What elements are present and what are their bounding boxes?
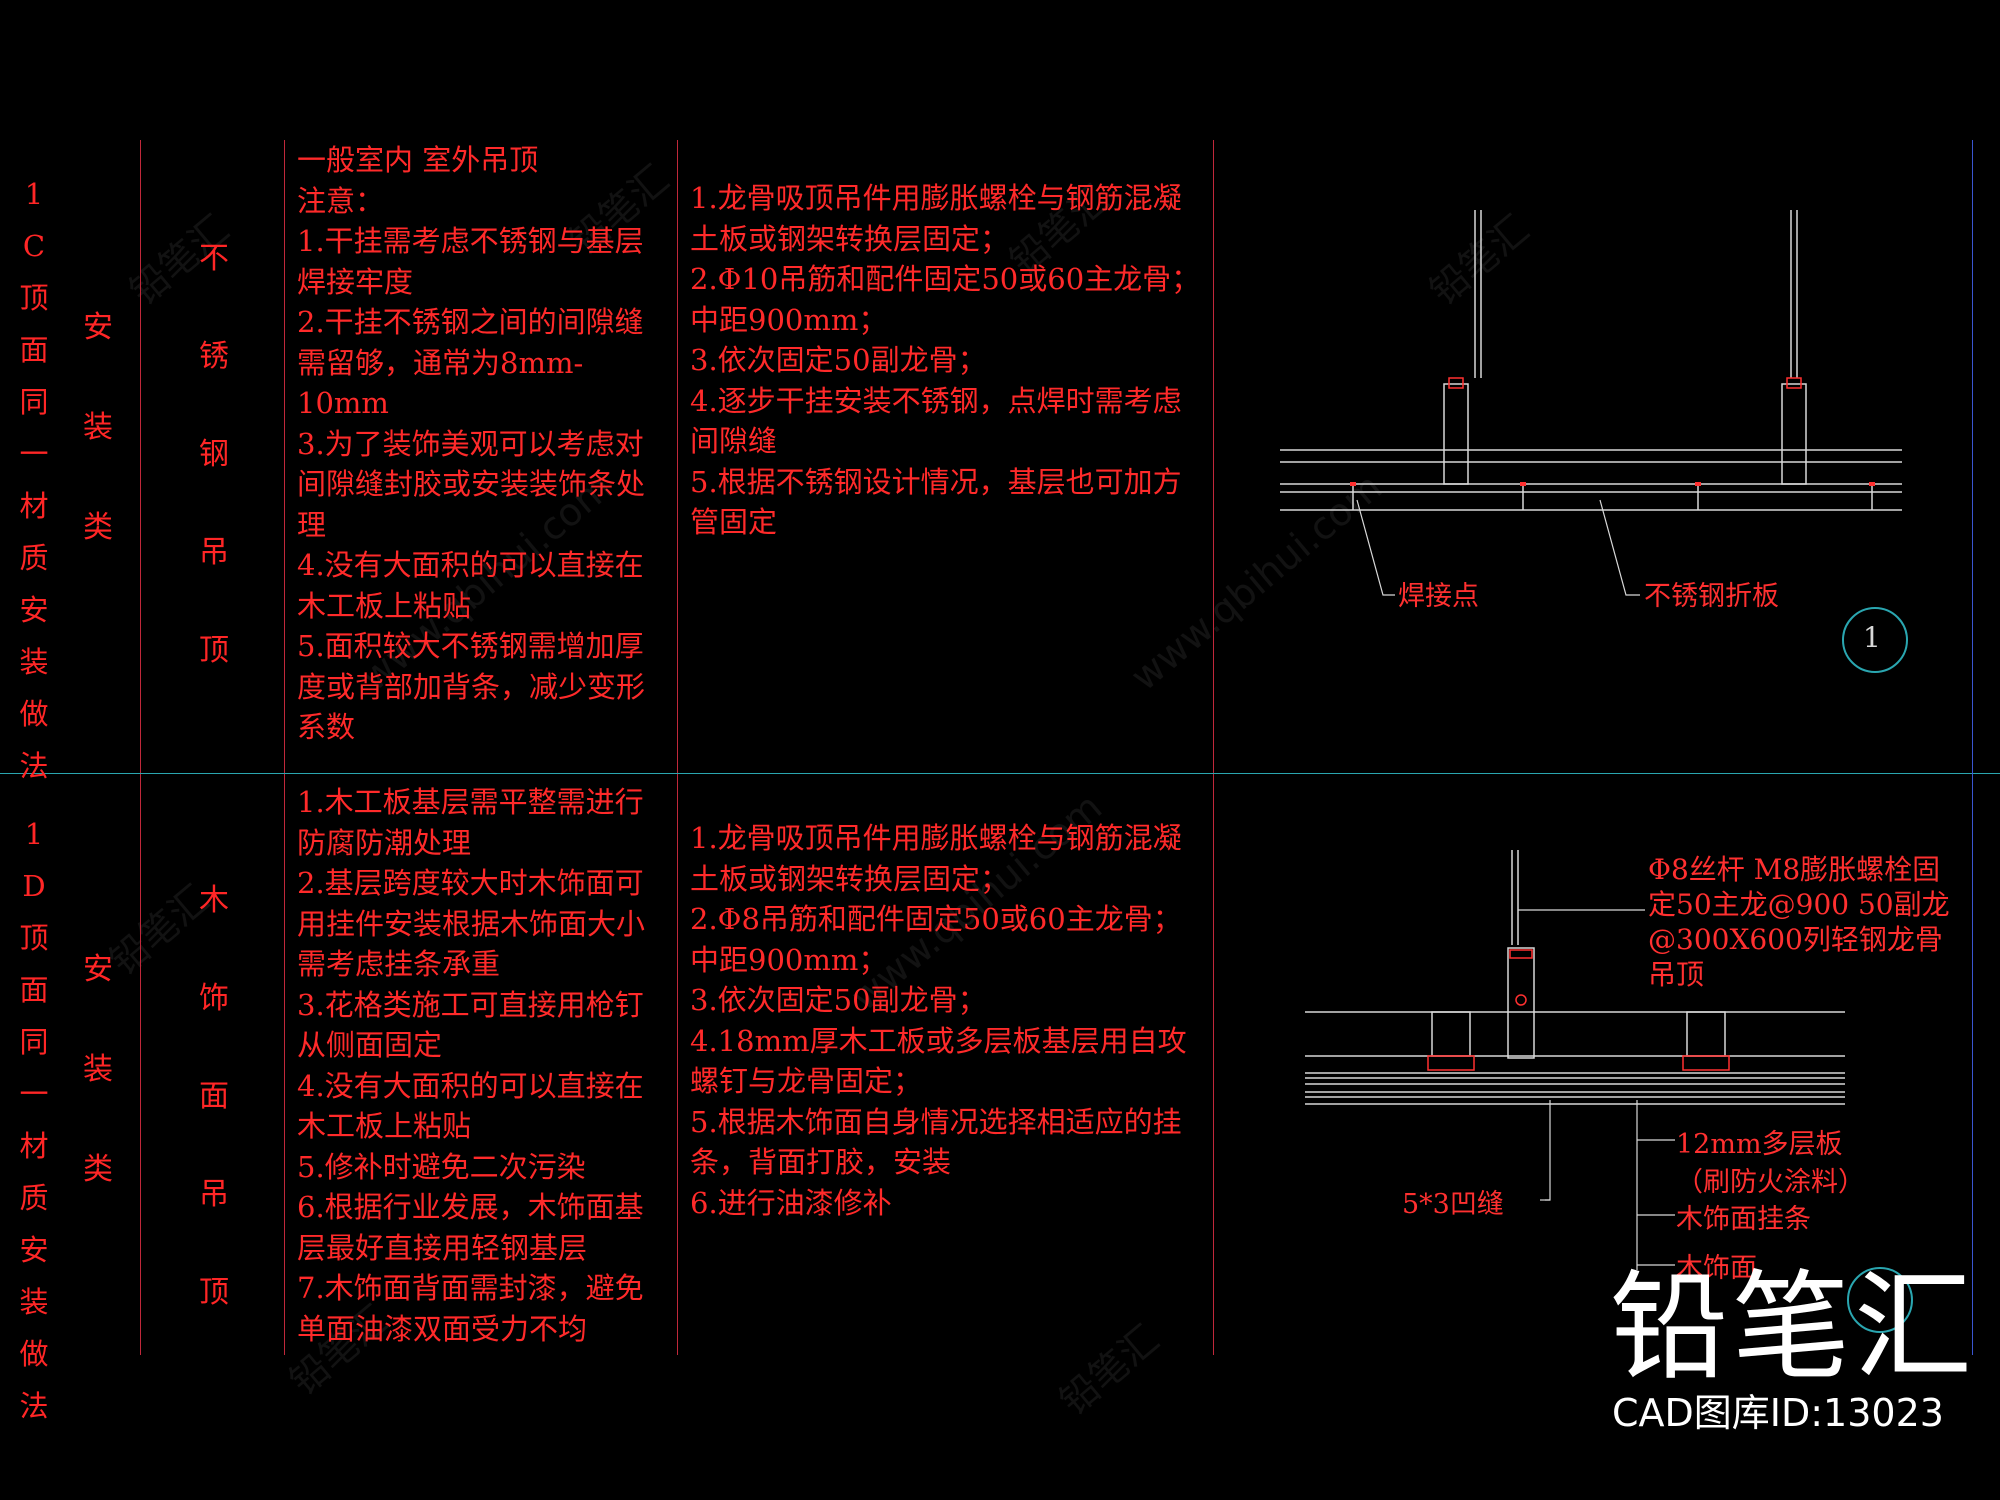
brand-logo: 铅笔汇 (1610, 1258, 1977, 1396)
fireproof-coating-label: （刷防火涂料） (1676, 1167, 1865, 1198)
column-divider (677, 140, 678, 1355)
column-divider (140, 140, 141, 1355)
row1-install-label: 安装类 (83, 310, 113, 545)
row2-steps: 1.龙骨吸顶吊件用膨胀螺栓与钢筋混凝土板或钢架转换层固定； 2.Φ8吊筋和配件固… (690, 821, 1187, 1220)
stainless-fold-plate-label: 不锈钢折板 (1644, 581, 1779, 612)
veneer-hanger-strip-label: 木饰面挂条 (1676, 1204, 1811, 1235)
column-divider (1213, 140, 1214, 1355)
cad-library-id: CAD图库ID:13023 (1612, 1391, 1944, 1435)
hanger-rod-callout: Φ8丝杆 M8膨胀螺栓固 定50主龙@900 50副龙 @300X600列轻钢龙… (1648, 853, 1950, 991)
detail-1-drawing (1280, 210, 1908, 673)
column-divider (1972, 140, 1973, 1355)
row2-material-label: 木饰面吊顶 (199, 883, 229, 1310)
detail-2-drawing (1305, 850, 1913, 1333)
row1-material-label: 不锈钢吊顶 (199, 241, 229, 668)
row1-steps: 1.龙骨吸顶吊件用膨胀螺栓与钢筋混凝土板或钢架转换层固定； 2.Φ10吊筋和配件… (690, 181, 1201, 539)
row-divider (0, 773, 2000, 774)
row2-notes: 1.木工板基层需平整需进行防腐防潮处理 2.基层跨度较大时木饰面可用挂件安装根据… (297, 785, 646, 1346)
wood-veneer-label: 木饰面 (1676, 1253, 1757, 1284)
row1-notes: 一般室内 室外吊顶 注意： 1.干挂需考虑不锈钢与基层焊接牢度 2.干挂不锈钢之… (297, 143, 646, 744)
plywood-label: 12mm多层板 (1676, 1129, 1843, 1160)
row2-code-label: 1D顶面同一材质安装做法 (19, 817, 49, 1423)
column-divider (284, 140, 285, 1355)
row2-install-label: 安装类 (83, 952, 113, 1187)
weld-point-label: 焊接点 (1398, 581, 1479, 612)
detail-number-1: 1 (1863, 621, 1881, 654)
groove-joint-label: 5*3凹缝 (1402, 1189, 1504, 1220)
row1-code-label: 1C顶面同一材质安装做法 (19, 177, 49, 783)
